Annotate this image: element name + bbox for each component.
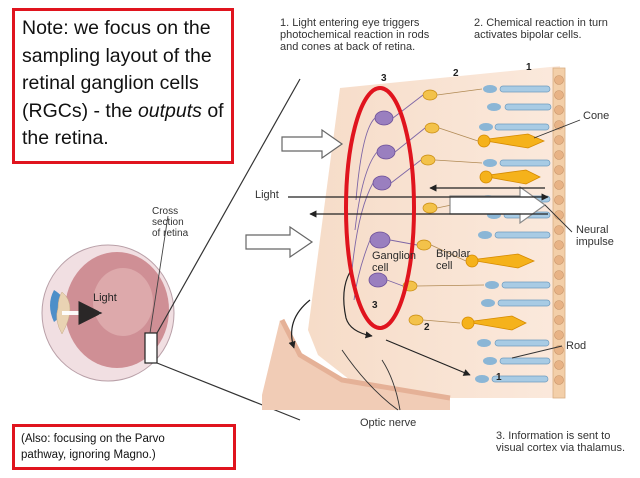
layer-number-top-2: 2 — [453, 68, 459, 79]
note-outputs-emphasis: outputs — [137, 99, 202, 122]
neural-line-2: impulse — [576, 236, 614, 248]
eyeball — [41, 244, 175, 382]
step-3-line-2: visual cortex via thalamus. — [496, 442, 625, 454]
step-3-line-1: 3. Information is sent to — [496, 430, 611, 442]
zoom-line-bottom — [156, 362, 301, 421]
ganglion-line-1: Ganglion — [372, 250, 417, 262]
step-2-line-2: activates bipolar cells. — [474, 29, 582, 41]
retina-tissue — [262, 66, 566, 410]
neural-line-1: Neural — [576, 224, 609, 236]
layer-number-mid-2: 2 — [424, 322, 430, 333]
layer-number-top-3: 3 — [381, 73, 387, 84]
cone-label: Cone — [583, 110, 610, 122]
step-2-caption: 2. Chemical reaction in turn activates b… — [474, 17, 608, 41]
bipolar-cell-label: Bipolar cell — [436, 248, 470, 272]
also-line-2: pathway, ignoring Magno.) — [21, 449, 156, 461]
cross-section-line-1: Cross — [152, 206, 179, 217]
layer-number-mid-3: 3 — [372, 300, 378, 311]
rod-cells — [491, 85, 552, 383]
bipolar-line-1: Bipolar — [436, 248, 471, 260]
note-line-4-start: (RGCs) - the — [22, 99, 138, 122]
light-rays — [288, 184, 549, 376]
note-line-4: (RGCs) - the outputs of — [22, 98, 224, 126]
ganglion-cell-label: Ganglion cell — [372, 250, 416, 274]
note-line-4-end: of — [201, 99, 224, 122]
step-1-line-1: 1. Light entering eye triggers — [280, 17, 420, 29]
optic-nerve-label: Optic nerve — [360, 417, 417, 429]
cross-section-label: Cross section of retina — [152, 206, 188, 239]
ganglion-line-2: cell — [372, 262, 389, 274]
layer-number-bottom-1: 1 — [496, 372, 502, 383]
step-2-line-1: 2. Chemical reaction in turn — [474, 17, 608, 29]
step-3-caption: 3. Information is sent to visual cortex … — [496, 430, 625, 454]
note-line-2: sampling layout of the — [22, 44, 212, 67]
ganglion-highlight-ellipse — [344, 86, 416, 330]
cross-section-line-2: section — [152, 217, 184, 228]
light-eye-label: Light — [93, 292, 117, 304]
note-line-5: the retina. — [22, 127, 109, 149]
label-pointers — [341, 119, 581, 411]
also-box: (Also: focusing on the Parvo pathway, ig… — [12, 424, 236, 470]
cross-section-marker — [144, 332, 158, 364]
cross-section-pointer — [149, 215, 169, 334]
step-1-line-3: and cones at back of retina. — [280, 41, 416, 53]
also-line-1: (Also: focusing on the Parvo — [21, 433, 165, 445]
bipolar-line-2: cell — [436, 260, 453, 272]
cross-section-line-3: of retina — [152, 228, 189, 239]
note-line-1: Note: we focus on the — [22, 17, 211, 39]
layer-number-top-1: 1 — [526, 62, 532, 73]
note-box: Note: we focus on the sampling layout of… — [12, 8, 234, 164]
cone-cells — [461, 133, 545, 331]
step-1-caption: 1. Light entering eye triggers photochem… — [280, 17, 429, 53]
light-retina-label: Light — [255, 189, 279, 201]
neural-impulse-label: Neural impulse — [576, 224, 614, 248]
step-1-line-2: photochemical reaction in rods — [280, 29, 430, 41]
rod-label: Rod — [566, 340, 587, 352]
zoom-line-top — [156, 78, 301, 334]
note-line-3: retinal ganglion cells — [22, 72, 199, 94]
